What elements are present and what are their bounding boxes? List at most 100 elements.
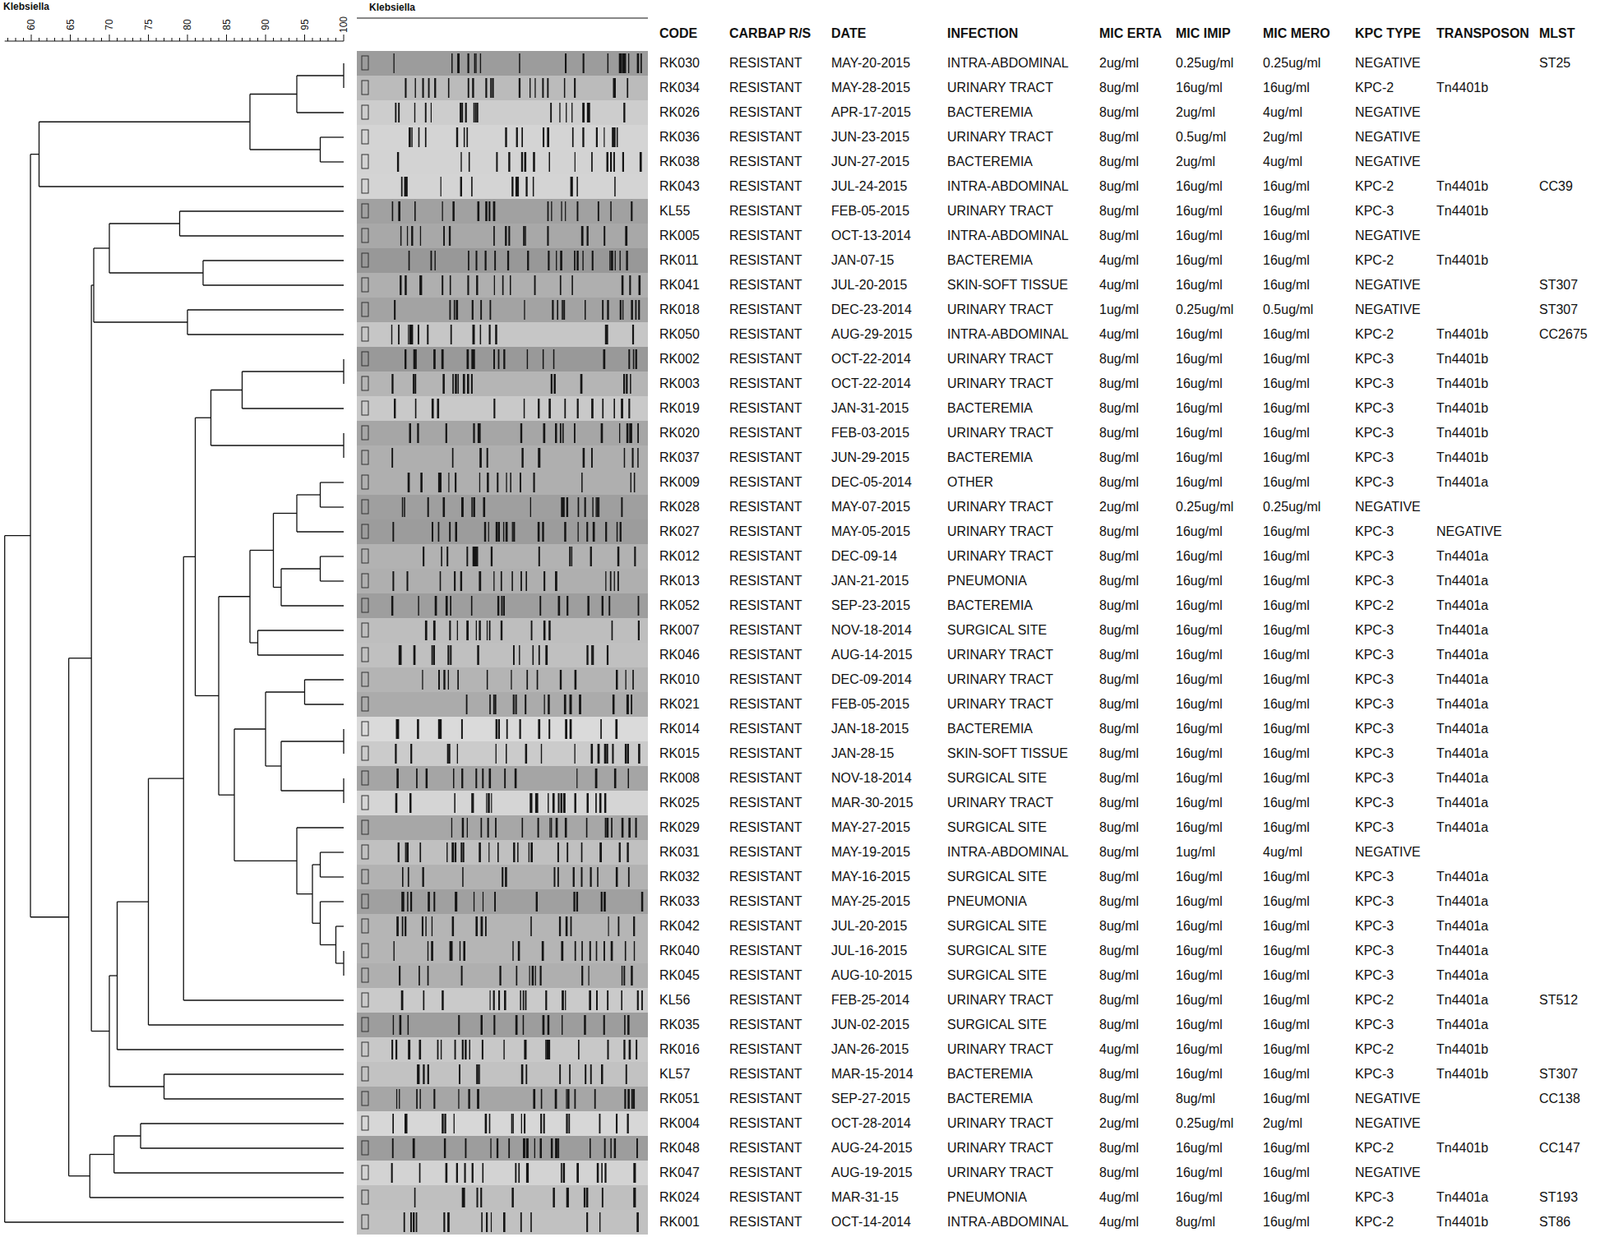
- table-cell: Tn4401a: [1436, 893, 1489, 911]
- gel-band: [493, 201, 495, 222]
- gel-lane: [356, 618, 648, 643]
- table-cell: DEC-09-2014: [831, 671, 912, 689]
- gel-band: [462, 497, 464, 518]
- tree-line: [195, 417, 212, 419]
- gel-band: [471, 596, 473, 616]
- gel-band: [494, 694, 496, 715]
- table-cell: 8ug/ml: [1099, 745, 1139, 763]
- table-cell: 0.25ug/ml: [1262, 499, 1321, 516]
- gel-band: [586, 522, 588, 542]
- gel-band: [633, 1188, 635, 1208]
- gel-band: [603, 127, 605, 148]
- gel-band: [610, 571, 612, 592]
- gel-band: [471, 349, 473, 370]
- gel-band: [471, 1163, 474, 1184]
- gel-well: [361, 1141, 369, 1156]
- table-cell: RK050: [659, 326, 700, 343]
- gel-band: [489, 620, 491, 641]
- tree-line: [265, 691, 306, 693]
- table-cell: 8ug/ml: [1099, 548, 1139, 565]
- gel-band: [393, 398, 396, 419]
- gel-band: [627, 1015, 630, 1036]
- table-cell: 16ug/ml: [1175, 252, 1223, 269]
- table-cell: RESISTANT: [729, 301, 803, 319]
- gel-band: [410, 324, 412, 345]
- gel-lane: [356, 1160, 648, 1186]
- gel-band: [416, 423, 419, 444]
- gel-band: [495, 522, 499, 542]
- gel-band: [562, 497, 565, 518]
- gel-lane: [356, 1136, 648, 1161]
- table-cell: Tn4401a: [1436, 721, 1489, 738]
- gel-band: [448, 620, 451, 641]
- table-cell: NEGATIVE: [1354, 55, 1421, 72]
- table-cell: 16ug/ml: [1262, 203, 1310, 220]
- gel-band: [574, 152, 576, 172]
- gel-band: [447, 645, 449, 666]
- gel-band: [394, 102, 397, 123]
- gel-band: [521, 1114, 523, 1134]
- table-cell: RESISTANT: [729, 671, 803, 689]
- gel-band: [422, 1064, 425, 1085]
- table-cell: RESISTANT: [729, 375, 803, 393]
- table-cell: RK047: [659, 1165, 700, 1182]
- gel-band: [632, 670, 634, 690]
- gel-band: [425, 127, 427, 148]
- tree-line: [4, 535, 31, 537]
- table-cell: RESISTANT: [729, 400, 803, 417]
- table-cell: MAR-30-2015: [831, 795, 914, 812]
- scale-number: 100: [337, 16, 350, 33]
- table-cell: FEB-05-2015: [831, 696, 910, 713]
- gel-band: [555, 250, 557, 271]
- gel-lane: [356, 297, 648, 323]
- gel-band: [604, 1163, 606, 1184]
- table-cell: RK013: [659, 573, 700, 590]
- gel-band: [513, 645, 515, 666]
- gel-band: [604, 744, 607, 764]
- gel-band: [412, 1212, 415, 1233]
- gel-band: [560, 497, 563, 518]
- table-cell: KPC-3: [1354, 967, 1394, 985]
- table-cell: RK041: [659, 277, 700, 294]
- gel-band: [394, 744, 397, 764]
- tree-line: [242, 407, 345, 409]
- gel-well: [361, 179, 369, 194]
- gel-band: [497, 842, 500, 863]
- gel-band: [462, 1040, 464, 1060]
- gel-band: [628, 275, 631, 296]
- table-cell: 16ug/ml: [1175, 992, 1223, 1009]
- tree-line: [242, 370, 345, 372]
- gel-band: [437, 398, 440, 419]
- table-cell: RESISTANT: [729, 55, 803, 72]
- tree-line: [140, 1123, 344, 1124]
- scale-tick: [343, 34, 345, 42]
- gel-band: [607, 1040, 610, 1060]
- gel-band: [450, 324, 453, 345]
- table-cell: INTRA-ABDOMINAL: [947, 227, 1069, 245]
- gel-band: [514, 1163, 517, 1184]
- table-cell: 0.25ug/ml: [1175, 55, 1234, 72]
- gel-band: [534, 1138, 536, 1159]
- gel-band: [453, 1114, 455, 1134]
- gel-band: [407, 472, 411, 493]
- table-cell: RK029: [659, 819, 700, 837]
- gel-band: [467, 818, 468, 838]
- gel-band: [519, 472, 522, 493]
- gel-band: [633, 1163, 636, 1184]
- gel-band: [576, 176, 579, 197]
- column-header: MIC IMIP: [1175, 25, 1231, 42]
- gel-band: [514, 768, 518, 789]
- scale-tick: [241, 37, 243, 42]
- gel-band: [619, 522, 622, 542]
- gel-band: [566, 497, 569, 518]
- gel-lane: [356, 914, 648, 939]
- table-cell: URINARY TRACT: [947, 129, 1054, 146]
- tree-line: [320, 506, 345, 508]
- gel-band: [557, 867, 560, 888]
- table-cell: AUG-10-2015: [831, 967, 913, 985]
- scale-number: 90: [259, 18, 272, 30]
- gel-band: [452, 374, 454, 394]
- table-cell: 16ug/ml: [1175, 326, 1223, 343]
- gel-lane: [356, 248, 648, 273]
- gel-well: [361, 253, 369, 268]
